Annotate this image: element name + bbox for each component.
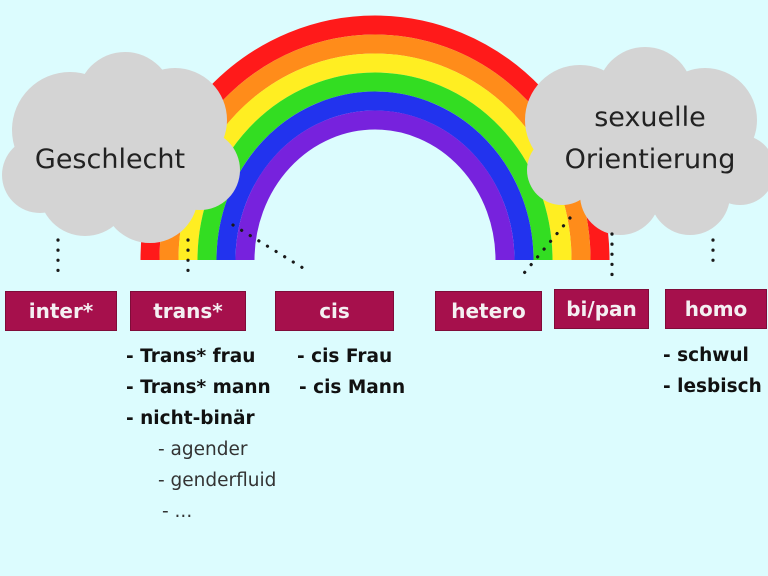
trans-list: - Trans* frau - Trans* mann - nicht-binä… [126,341,276,527]
box-cis: cis [275,291,394,331]
box-bipan: bi/pan [554,289,649,329]
label-sexuelle-orientierung: sexuelle Orientierung [545,97,755,181]
rainbow-violet-band [235,110,515,261]
list-item-cis-mann: - cis Mann [299,377,406,398]
homo-list: - schwul - lesbisch [663,340,762,402]
list-item-trans-mann: - Trans* mann [126,377,271,398]
list-item-nicht-binaer: - nicht-binär [126,408,255,429]
label-geschlecht: Geschlecht [34,144,186,175]
box-inter: inter* [5,291,117,331]
cloud-geschlecht [2,52,240,243]
list-item-trans-frau: - Trans* frau [126,346,256,367]
label-orientierung: Orientierung [564,143,736,175]
cis-list: - cis Frau - cis Mann [297,341,405,403]
label-sexuelle: sexuelle [594,102,706,133]
box-trans: trans* [130,291,246,331]
list-item-ellipsis: - ... [162,501,193,522]
box-homo: homo [665,289,767,329]
dotted-connectors [56,216,715,280]
list-item-schwul: - schwul [663,345,749,366]
rainbow-blue-band [216,91,534,261]
list-item-genderfluid: - genderfluid [158,470,277,491]
cloud-sexuelle-orientierung [525,47,768,235]
connector-cis [231,223,305,270]
box-hetero: hetero [435,291,542,331]
list-item-agender: - agender [158,439,248,460]
connector-hetero [518,216,572,280]
list-item-lesbisch: - lesbisch [663,376,762,397]
list-item-cis-frau: - cis Frau [297,346,393,367]
